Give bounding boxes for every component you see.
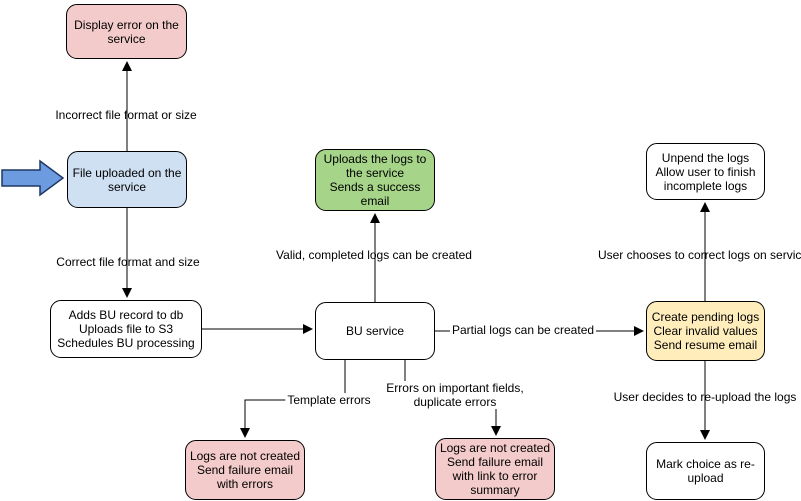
node-mark-choice-reupload: Mark choice as re- upload [646,442,765,500]
input-flow-block-arrow-icon [1,159,65,197]
node-adds-bu-record: Adds BU record to db Uploads file to S3 … [50,300,202,358]
node-uploads-logs-success: Uploads the logs to the service Sends a … [315,149,435,211]
node-bu-service: BU service [315,302,435,360]
edge-label-partial-logs: Partial logs can be created [449,323,597,337]
edge-label-template-errors: Template errors [285,393,373,407]
node-logs-not-created-errors: Logs are not created Send failure email … [185,440,305,500]
node-display-error: Display error on the service [66,4,187,59]
edge-label-incorrect-file-format: Incorrect file format or size [55,108,197,122]
edge-label-errors-important-fields: Errors on important fields, duplicate er… [384,381,526,409]
node-file-uploaded: File uploaded on the service [67,151,187,208]
node-unpend-logs: Unpend the logs Allow user to finish inc… [646,143,765,200]
edge-label-user-decides-reupload: User decides to re-upload the logs [613,390,797,404]
edge-label-user-chooses-correct: User chooses to correct logs on service [597,248,801,262]
node-logs-not-created-summary: Logs are not created Send failure email … [435,438,555,500]
node-create-pending-logs: Create pending logs Clear invalid values… [646,301,765,361]
edge-label-valid-completed-logs: Valid, completed logs can be created [276,248,472,262]
edge-label-correct-file-format: Correct file format and size [56,255,200,269]
